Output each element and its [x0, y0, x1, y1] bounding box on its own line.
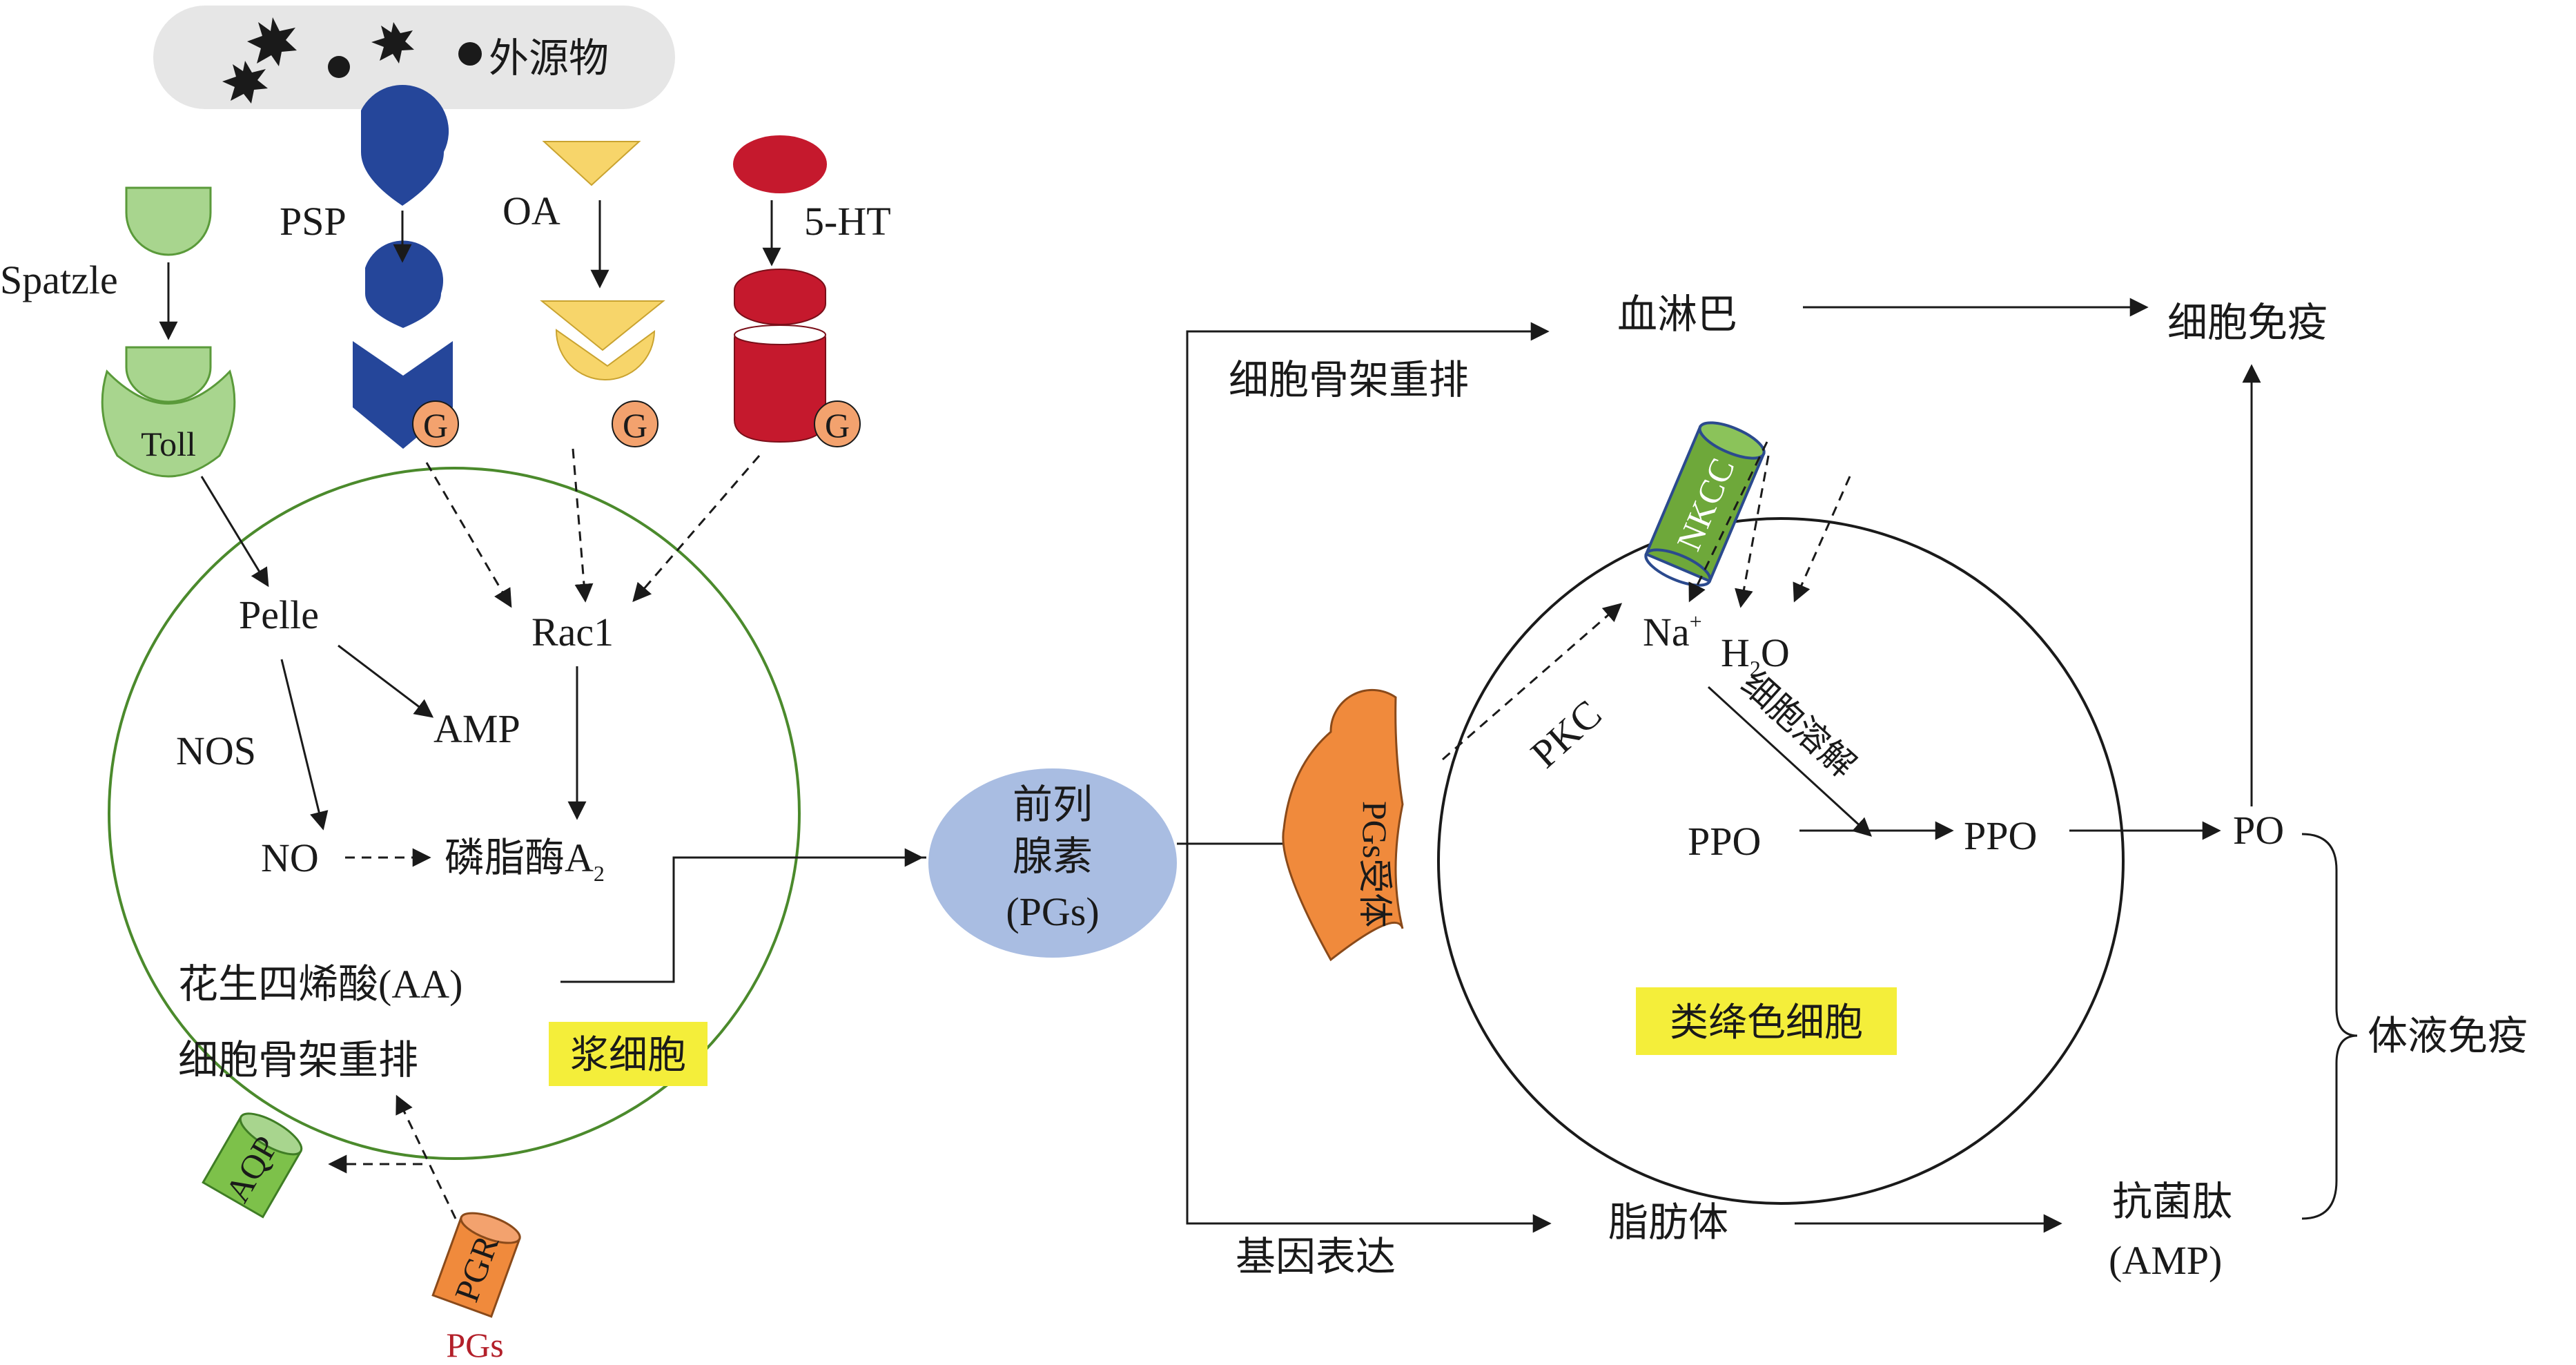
plasma-cell-label: 浆细胞	[570, 1034, 686, 1077]
pathogen-icon	[247, 17, 297, 66]
oenocytoid-label: 类绛色细胞	[1670, 1002, 1863, 1045]
ppo-right-label: PPO	[1964, 813, 2037, 858]
arrow-lysis	[1707, 686, 1872, 837]
g-protein-label: G	[825, 406, 850, 445]
particle-icon	[328, 56, 350, 78]
ht-ligand	[733, 135, 827, 193]
oenocytoid-highlight	[1636, 987, 1897, 1055]
amp-peptide-label: 抗菌肽	[2112, 1179, 2232, 1224]
spatzle-bound	[125, 346, 212, 403]
oa-receptor	[555, 329, 656, 380]
arrow-oa-rac1	[572, 448, 594, 603]
h2o-label: H2O	[1721, 630, 1790, 681]
pgs-blob	[928, 768, 1177, 958]
no-label: NO	[261, 835, 319, 880]
fat-body-label: 脂肪体	[1608, 1200, 1728, 1245]
arrow-outside-h2o	[1793, 476, 1851, 603]
pgs-receptor-shape	[1282, 688, 1404, 962]
exogenous-substances: 外源物	[153, 6, 675, 109]
pgs-node: 前列 腺素 (PGs)	[928, 768, 1177, 958]
oenocytoid-membrane	[1437, 517, 2125, 1205]
arrow-psp-rac1	[425, 462, 512, 608]
psp-ligand	[361, 84, 449, 206]
line-aa-pla2-merge	[560, 856, 926, 983]
ppo-left-label: PPO	[1688, 819, 1761, 864]
cytoskeleton-left-label: 细胞骨架重排	[178, 1038, 418, 1083]
amp-paren-label: (AMP)	[2109, 1238, 2222, 1283]
pathogen-icon	[222, 61, 268, 104]
toll-pathway: Spatzle Toll	[0, 186, 236, 478]
exogenous-label: 外源物	[489, 36, 609, 81]
pla2-label: 磷脂酶A2	[445, 835, 605, 886]
arrow-nkcc-na	[1688, 441, 1768, 603]
ht-label: 5-HT	[804, 199, 891, 244]
gene-expression-label: 基因表达	[1236, 1235, 1396, 1279]
pathogen-icon	[371, 22, 414, 64]
hemolymph-label: 血淋巴	[1617, 292, 1737, 337]
arrow-pelle-amp	[338, 644, 434, 718]
arrow-nkcc-h2o	[1735, 455, 1770, 608]
g-protein-icon	[612, 400, 658, 447]
humoral-brace	[2301, 833, 2358, 1220]
arrow-ht-rac1	[632, 455, 761, 603]
rac1-label: Rac1	[531, 610, 614, 655]
nos-label: NOS	[176, 728, 256, 773]
pgs-center-line3: (PGs)	[1006, 889, 1099, 934]
na-label: Na+	[1643, 609, 1702, 655]
aqp-channel: AQP	[202, 1112, 303, 1219]
psp-bound	[365, 240, 444, 328]
arrow-to-fat-body	[1186, 844, 1552, 1233]
pgs-center-line1: 前列	[1013, 782, 1093, 827]
g-protein-icon	[412, 400, 459, 447]
spatzle-label: Spatzle	[0, 258, 118, 302]
po-label: PO	[2233, 808, 2284, 853]
humoral-immunity-label: 体液免疫	[2368, 1014, 2528, 1058]
g-protein-icon	[814, 400, 861, 447]
plasma-cell: Pelle Rac1 NOS AMP NO 磷脂酶A2 花生四烯酸(AA) 细胞…	[108, 448, 926, 1364]
lysis-label: 细胞溶解	[1735, 664, 1863, 785]
psp-label: PSP	[280, 199, 347, 244]
oa-bound	[540, 300, 665, 351]
particle-icon	[458, 42, 482, 66]
oa-label: OA	[502, 188, 560, 233]
pgs-center-line2: 腺素	[1013, 834, 1093, 879]
nkcc-channel: NKCC	[1644, 421, 1766, 587]
aa-label: 花生四烯酸(AA)	[178, 962, 462, 1007]
arrow-receptor-pkc	[1442, 603, 1623, 761]
pgr-receptor: PGR	[431, 1212, 521, 1318]
ht-receptor-top	[734, 325, 826, 345]
g-protein-label: G	[423, 406, 448, 445]
cellular-immunity-label: 细胞免疫	[2167, 300, 2328, 345]
arrow-pelle-no	[280, 659, 329, 831]
right-flow: 细胞骨架重排 血淋巴 细胞免疫 基因表达 脂肪体 抗菌肽 (AMP) PGs受体…	[1177, 292, 2528, 1283]
toll-receptor	[101, 369, 236, 478]
ht-pathway: 5-HT G	[733, 135, 891, 447]
toll-label: Toll	[141, 425, 196, 463]
arrow-pgr-cytoskeleton	[396, 1094, 457, 1219]
spatzle-ligand	[125, 186, 212, 256]
oa-ligand	[542, 141, 641, 186]
ht-bound	[734, 269, 826, 325]
plasma-cell-membrane	[108, 467, 801, 1160]
pgs-bottom-label: PGs	[446, 1326, 503, 1362]
plasma-cell-highlight	[549, 1022, 708, 1086]
amp-inner-label: AMP	[433, 706, 520, 751]
psp-pathway: PSP G	[280, 84, 459, 449]
arrow-to-hemolymph	[1186, 322, 1550, 844]
pgs-receptor-label: PGs受体	[1356, 801, 1394, 927]
pkc-label: PKC	[1522, 691, 1610, 777]
pelle-label: Pelle	[239, 592, 319, 637]
g-protein-label: G	[623, 406, 647, 445]
cytoskeleton-right-label: 细胞骨架重排	[1229, 358, 1469, 403]
arrow-toll-pelle	[200, 476, 269, 588]
oa-pathway: OA G	[502, 141, 665, 447]
